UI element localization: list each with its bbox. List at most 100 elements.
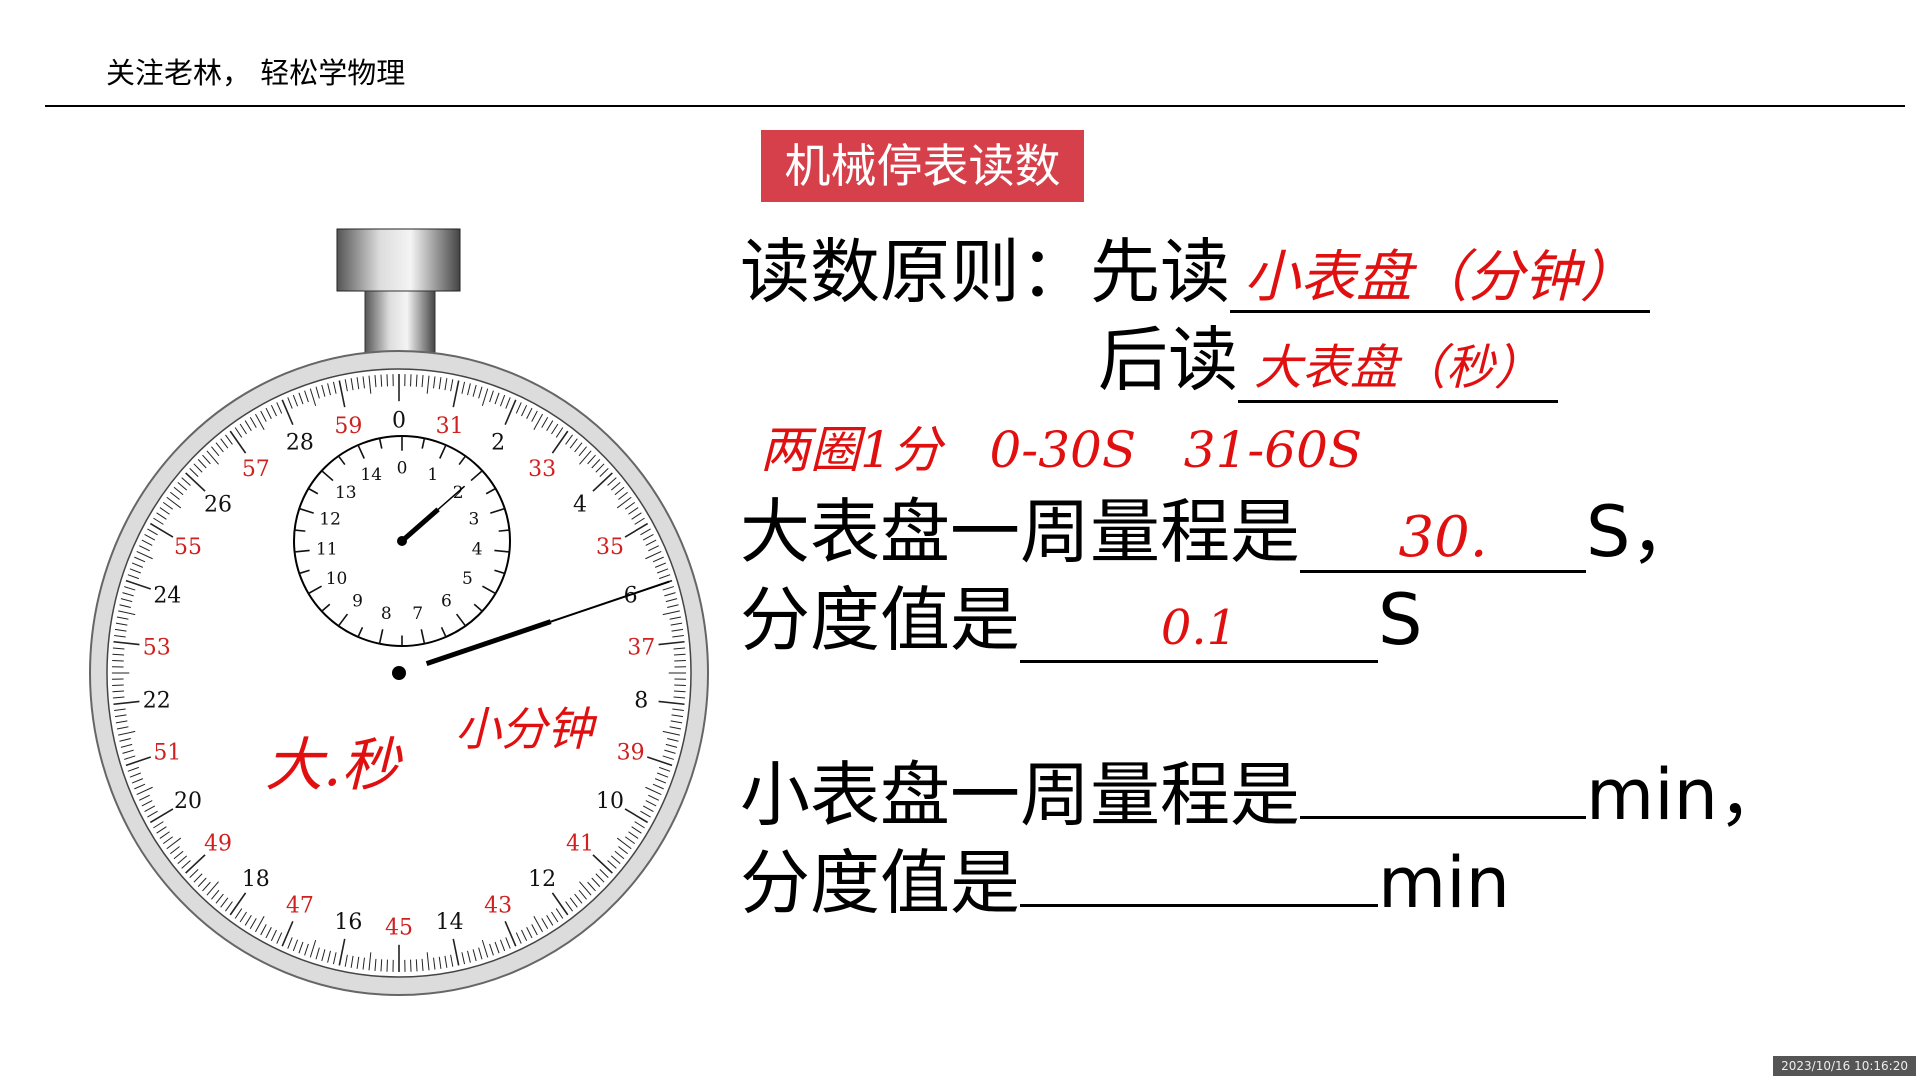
big-dial-red-label: 43 [484,894,512,919]
question-unit: S [1378,579,1423,661]
big-dial-tick [276,402,283,414]
big-dial-tick [344,954,348,967]
big-dial-tick [645,539,657,546]
big-dial-tick [444,955,448,968]
big-dial-tick [350,955,354,968]
big-dial-tick [452,380,460,408]
crown-button [336,228,461,292]
small-dial-tick [321,470,334,482]
big-dial-tick [321,949,326,962]
small-dial-label: 1 [427,465,438,485]
big-dial-tick [667,738,679,742]
big-dial-tick [662,755,674,760]
big-dial-tick [652,556,664,563]
big-dial-tick [147,810,158,818]
big-dial-tick [657,772,669,778]
big-dial-tick [662,586,674,591]
big-dial-tick [450,954,454,967]
small-dial-tick [308,487,319,495]
big-dial-tick [467,383,471,396]
big-dial-tick [659,766,671,772]
big-dial-tick [211,446,220,457]
big-dial-tick [610,855,621,864]
big-dial-tick [177,855,188,864]
big-dial-tick [669,726,682,730]
big-dial-tick [327,383,331,396]
big-dial-tick [478,386,483,399]
big-dial-tick [113,700,140,706]
big-dial-tick [139,545,150,552]
big-dial-tick [315,947,320,960]
big-dial-tick [173,486,184,496]
big-dial-tick [239,911,247,923]
minute-hand [400,507,440,543]
big-dial-red-label: 49 [204,832,232,857]
big-dial-tick [565,434,573,445]
big-dial-tick [481,388,489,407]
big-dial-tick [531,924,538,936]
big-dial-tick [472,384,477,397]
big-dial-red-label: 55 [174,535,202,560]
small-dial-tick [337,613,349,627]
big-dial-tick [551,892,569,916]
small-dial-tick [421,438,426,449]
small-dial-tick [473,603,483,612]
big-dial-tick [674,659,686,662]
big-dial-tick [332,952,337,965]
big-dial-tick [144,805,156,812]
big-dial-tick [565,901,573,912]
big-dial-tick [515,402,522,414]
small-dial-label: 3 [468,509,479,529]
big-dial-tick [578,446,587,457]
big-dial-label: 20 [174,789,202,814]
big-dial-tick [421,958,424,971]
big-dial-tick [144,534,156,541]
principle-then-line: 后读大表盘（秒） [1098,320,1558,403]
big-dial-tick [634,517,645,525]
header-divider [45,105,1905,107]
small-dial-tick [299,507,314,514]
big-dial-label: 8 [634,689,648,714]
small-dial-tick [494,569,505,575]
big-dial-label: 6 [624,584,638,609]
big-dial-tick [249,417,257,428]
big-dial-tick [374,958,377,971]
big-dial-tick [380,374,383,387]
big-dial-tick [244,914,252,926]
big-dial-tick [640,528,651,536]
big-dial-tick [332,381,337,394]
big-dial-tick [153,821,164,829]
big-dial-tick [292,939,299,952]
big-dial-tick [362,957,365,970]
big-dial-tick [304,943,309,956]
big-dial-tick [185,472,206,492]
big-dial-tick [592,854,613,874]
big-dial-tick [113,640,140,646]
big-dial-tick [115,622,128,626]
small-dial-tick [378,629,384,644]
big-dial-label: 28 [286,430,314,455]
big-dial-tick [555,908,564,919]
timestamp: 2023/10/16 10:16:20 [1773,1056,1916,1076]
big-dial-tick [124,586,136,591]
big-dial-tick [234,908,243,919]
big-dial-tick [309,388,317,407]
first-handwritten-answer: 小表盘（分钟） [1230,246,1650,313]
big-dial-label: 10 [596,789,624,814]
big-dial-tick [450,379,454,392]
small-dial-tick [294,549,310,553]
big-dial-tick [136,550,153,560]
big-dial-tick [115,720,128,724]
big-dial-tick [239,423,247,435]
big-dial-tick [667,604,679,608]
answer-blank [1300,752,1586,819]
big-dial-tick [579,881,592,896]
header-text: 关注老林， 轻松学物理 [106,56,406,90]
big-dial-tick [202,881,211,892]
big-dial-tick [244,420,252,432]
crown-stem [364,290,436,354]
small-dial-label: 14 [360,465,382,485]
big-dial-tick [166,496,182,509]
big-dial-red-label: 51 [153,740,181,765]
